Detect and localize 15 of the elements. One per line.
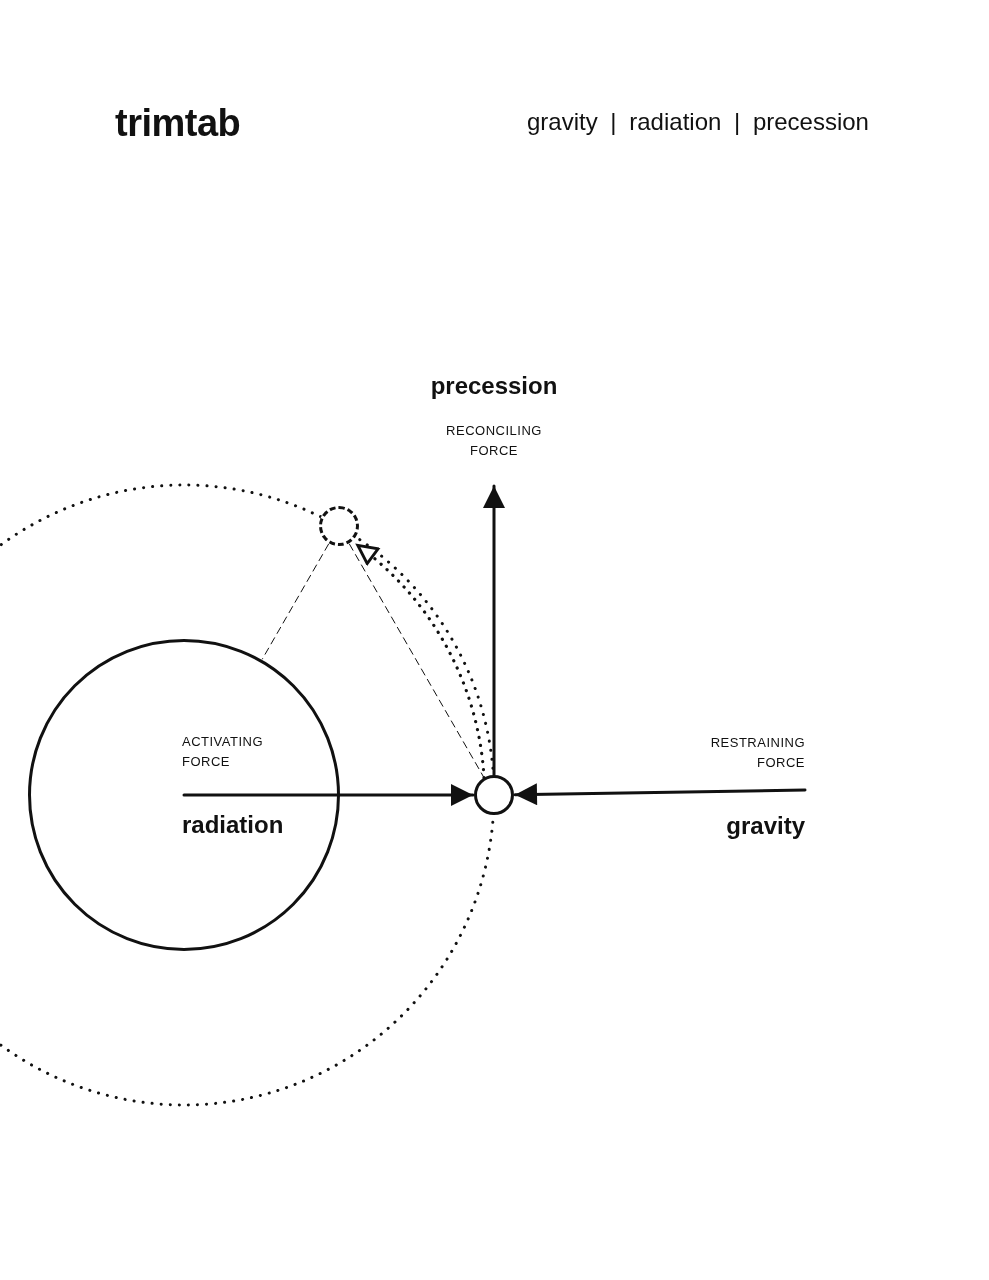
force-label: RESTRAINING FORCE bbox=[709, 734, 805, 772]
dashed-circle bbox=[319, 506, 359, 546]
connector-line bbox=[261, 543, 329, 660]
subtitle: gravity | radiation | precession bbox=[527, 108, 869, 136]
circle bbox=[474, 775, 514, 815]
force-label: RECONCILING FORCE bbox=[445, 422, 543, 460]
arrow bbox=[483, 484, 505, 777]
force-name: gravity bbox=[725, 812, 805, 840]
arrow bbox=[182, 784, 475, 806]
arrow bbox=[513, 783, 807, 806]
force-label: ACTIVATING FORCE bbox=[182, 733, 265, 771]
force-name: radiation bbox=[182, 811, 284, 839]
circle bbox=[28, 639, 340, 951]
title: trimtab bbox=[115, 102, 241, 145]
force-name: precession bbox=[429, 372, 559, 400]
